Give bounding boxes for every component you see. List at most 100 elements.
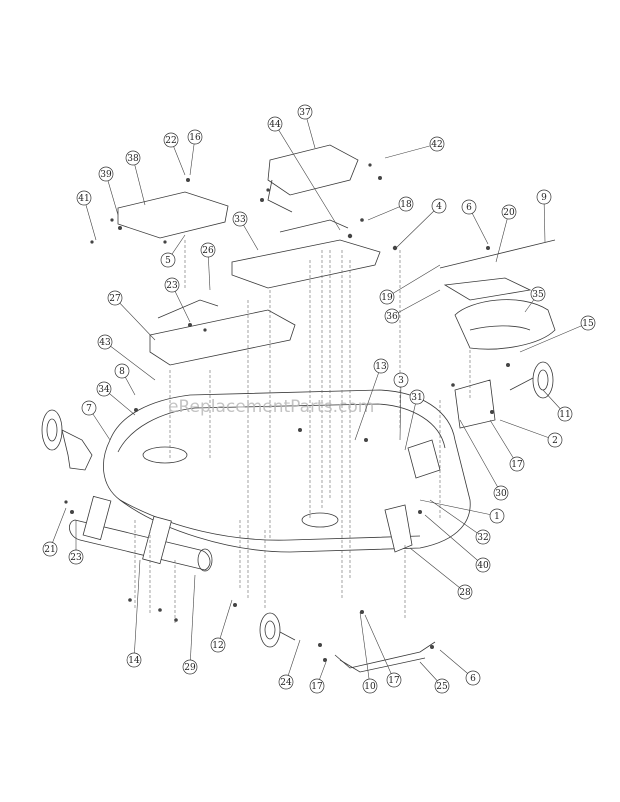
callout-number: 35	[532, 290, 544, 300]
callout-number: 17	[388, 676, 400, 686]
callout-number: 28	[459, 588, 471, 598]
callout-39: 39	[98, 166, 119, 216]
callout-bubble	[501, 204, 517, 220]
callout-25: 25	[419, 661, 450, 694]
callout-6: 6	[439, 649, 481, 686]
height-adjust-lever	[334, 641, 436, 673]
callout-33: 33	[232, 211, 259, 251]
callout-bubble	[393, 372, 409, 388]
leader-line	[132, 157, 146, 206]
callout-32: 32	[429, 499, 491, 545]
callout-bubble	[278, 674, 294, 690]
callout-16: 16	[187, 129, 203, 176]
front-roller-wheel	[259, 612, 296, 648]
callout-number: 2	[552, 436, 558, 446]
callout-bubble	[379, 289, 395, 305]
leader-line	[217, 599, 233, 646]
callout-36: 36	[384, 289, 441, 324]
leader-line	[543, 196, 546, 243]
callout-bubble	[489, 508, 505, 524]
leader-line	[285, 639, 301, 683]
callout-21: 21	[42, 507, 67, 557]
callout-number: 39	[100, 170, 112, 180]
mounting-plates	[149, 219, 381, 366]
callout-number: 41	[78, 194, 89, 204]
callout-bubble	[457, 584, 473, 600]
callout-bubble	[96, 381, 112, 397]
callout-number: 37	[299, 108, 311, 118]
callout-bubble	[210, 637, 226, 653]
top-cover-plate	[267, 144, 359, 213]
callout-bubble	[114, 363, 130, 379]
callout-number: 17	[311, 682, 323, 692]
discharge-chute	[443, 277, 556, 350]
leader-line	[404, 396, 418, 451]
callout-1: 1	[419, 499, 505, 524]
callout-bubble	[547, 432, 563, 448]
callout-number: 15	[582, 319, 594, 329]
callout-14: 14	[126, 559, 142, 668]
side-brackets	[384, 379, 496, 553]
callout-bubble	[97, 334, 113, 350]
leader-line	[499, 419, 556, 441]
callout-13: 13	[354, 358, 389, 441]
callout-bubble	[409, 389, 425, 405]
callout-bubble	[107, 290, 123, 306]
front-roller-assembly	[69, 495, 213, 572]
callout-bubble	[125, 150, 141, 166]
callout-31: 31	[404, 389, 425, 451]
callout-44: 44	[267, 116, 341, 231]
callout-18: 18	[367, 196, 414, 221]
leader-line	[133, 559, 141, 661]
leader-line	[189, 574, 196, 668]
callout-bubble	[98, 166, 114, 182]
callout-number: 9	[541, 193, 547, 203]
callout-number: 13	[375, 362, 387, 372]
callout-30: 30	[459, 419, 509, 501]
leader-line	[395, 205, 440, 249]
callout-bubble	[398, 196, 414, 212]
callout-number: 30	[495, 489, 507, 499]
callout-bubble	[81, 400, 97, 416]
callout-bubble	[493, 485, 509, 501]
callout-number: 5	[165, 256, 171, 266]
callout-number: 4	[436, 202, 442, 212]
leader-line	[114, 297, 156, 341]
callout-number: 24	[280, 678, 292, 688]
mower-deck-shell	[103, 389, 471, 553]
watermark: eReplacementParts.com	[168, 397, 374, 417]
callout-26: 26	[200, 242, 216, 291]
callout-bubble	[362, 678, 378, 694]
callout-bubble	[309, 678, 325, 694]
callout-43: 43	[97, 334, 156, 381]
leader-line	[274, 123, 341, 231]
callout-35: 35	[524, 286, 546, 313]
callout-number: 25	[436, 682, 448, 692]
callout-number: 6	[466, 203, 472, 213]
callout-34: 34	[96, 381, 136, 416]
callout-6: 6	[461, 199, 489, 245]
callout-bubble	[431, 198, 447, 214]
callout-number: 19	[381, 293, 393, 303]
callout-11: 11	[542, 389, 573, 422]
idler-rod	[439, 239, 556, 269]
callout-bubble	[267, 116, 283, 132]
callout-40: 40	[424, 514, 491, 573]
callout-bubble	[164, 277, 180, 293]
callout-number: 33	[234, 215, 246, 225]
callout-20: 20	[495, 204, 517, 263]
callout-15: 15	[519, 315, 596, 353]
callout-bubble	[530, 286, 546, 302]
leader-line	[495, 211, 510, 263]
callout-28: 28	[409, 547, 473, 600]
callout-number: 18	[400, 200, 412, 210]
callout-23: 23	[68, 520, 84, 565]
callout-bubble	[232, 211, 248, 227]
leader-line	[419, 499, 498, 517]
callout-bubble	[475, 557, 491, 573]
leader-line	[364, 614, 395, 681]
leader-line	[386, 264, 441, 298]
callout-number: 16	[189, 133, 201, 143]
